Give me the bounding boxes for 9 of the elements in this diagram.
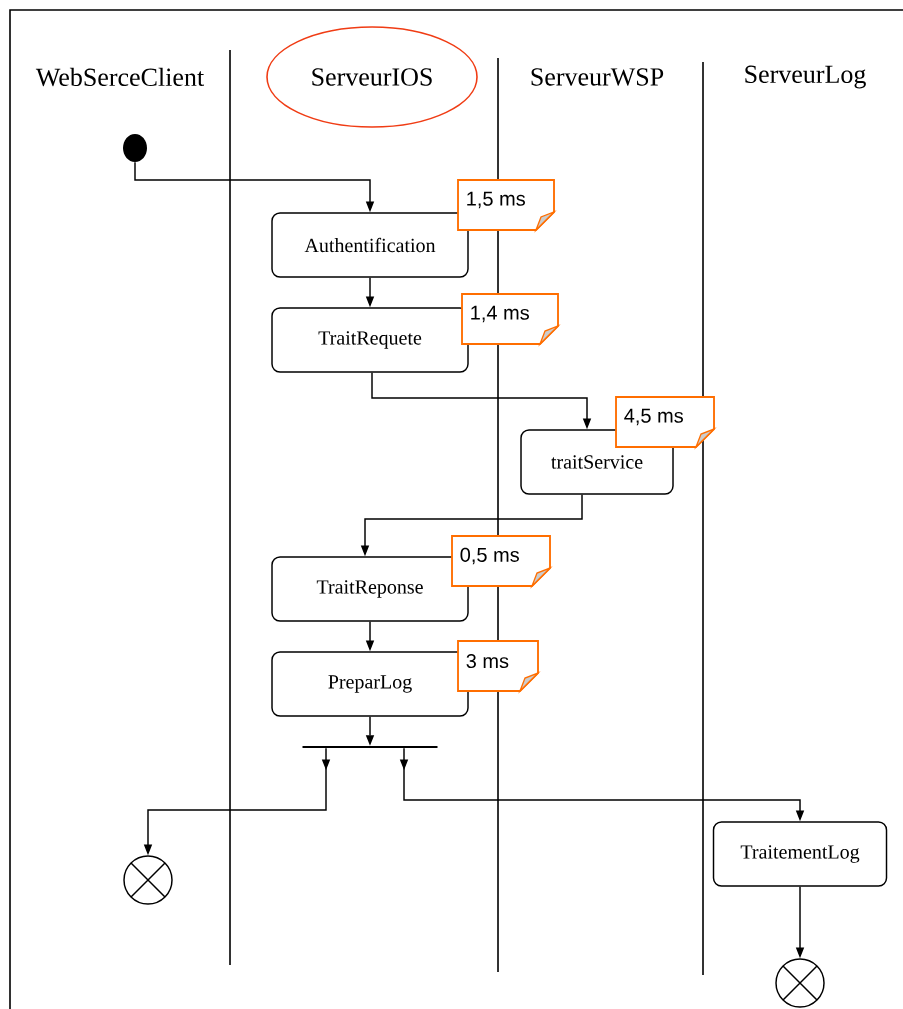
activity-box: traitService	[520, 429, 674, 495]
lane-label: ServeurWSP	[531, 68, 664, 86]
lane-label: WebSerceClient	[35, 67, 204, 87]
activity-box: Authentification	[271, 212, 469, 278]
start-dot	[123, 134, 147, 162]
end-symbol	[123, 855, 173, 905]
lane-label: ServeurLog	[745, 65, 866, 89]
activity-box: TraitementLog	[712, 821, 888, 887]
end-symbol	[775, 958, 825, 1008]
